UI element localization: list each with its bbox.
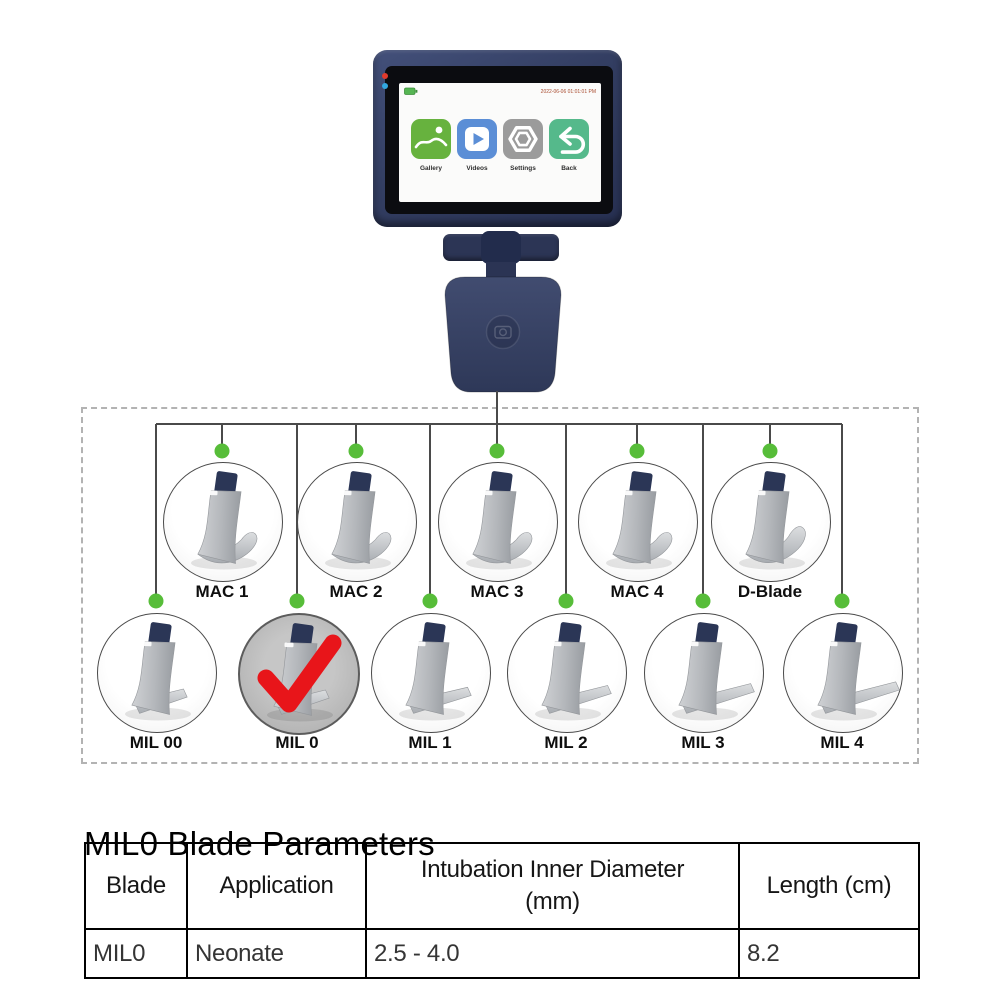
blade-label: MIL 3 [681, 733, 725, 752]
brand-sticker [416, 641, 426, 647]
hinge [481, 231, 521, 264]
blade-label: MIL 0 [275, 733, 319, 752]
timestamp: 2022-06-06 01:01:01 PM [540, 88, 596, 95]
blade-option-mil-00[interactable] [97, 613, 217, 733]
table-header-cell: Intubation Inner Diameter (mm) [365, 842, 740, 930]
status-bar: 2022-06-06 01:01:01 PM [404, 86, 596, 97]
blade-option-mac-1[interactable] [163, 462, 283, 582]
table-header-cell: Length (cm) [738, 842, 920, 930]
app-label: Back [561, 165, 577, 172]
app-grid: Gallery Videos Settings Back [411, 119, 589, 172]
table-header-cell: Application [186, 842, 367, 930]
handle-stem [486, 262, 516, 279]
settings-icon [503, 119, 543, 159]
blade-illustration [257, 623, 342, 722]
app-videos-button[interactable]: Videos [457, 119, 497, 172]
brand-sticker [208, 490, 218, 496]
monitor-frame: 2022-06-06 01:01:01 PM Gallery Videos Sett… [373, 50, 622, 227]
shutter-button[interactable] [485, 314, 521, 350]
brand-sticker [756, 490, 766, 496]
battery-icon [404, 87, 418, 95]
blade-illustration [535, 622, 612, 721]
table-header-cell: Blade [84, 842, 188, 930]
blade-option-mil-1[interactable] [371, 613, 491, 733]
blade-illustration [191, 471, 258, 570]
device-screen: 2022-06-06 01:01:01 PM Gallery Videos Sett… [399, 83, 601, 202]
brand-sticker [483, 490, 493, 496]
blade-label: MAC 3 [470, 582, 524, 601]
blade-label: MAC 2 [329, 582, 383, 601]
blade-option-mil-0[interactable] [238, 613, 360, 735]
selected-check-icon [257, 634, 342, 713]
record-led [382, 73, 388, 79]
brand-sticker [342, 490, 352, 496]
app-back-button[interactable]: Back [549, 119, 589, 172]
power-led [382, 83, 388, 89]
app-gallery-button[interactable]: Gallery [411, 119, 451, 172]
table-cell: 2.5 - 4.0 [365, 928, 740, 979]
app-label: Settings [510, 165, 536, 172]
blade-illustration [466, 471, 533, 570]
blade-illustration [606, 471, 673, 570]
blade-option-mac-2[interactable] [297, 462, 417, 582]
brand-sticker [284, 642, 294, 648]
blade-illustration [325, 471, 392, 570]
blade-illustration [739, 471, 806, 570]
brand-sticker [828, 641, 838, 647]
blade-label: MAC 1 [195, 582, 249, 601]
blade-label: D-Blade [737, 582, 803, 601]
back-icon [549, 119, 589, 159]
blade-option-mil-3[interactable] [644, 613, 764, 733]
blade-illustration [811, 622, 900, 721]
table-cell: MIL0 [84, 928, 188, 979]
brand-sticker [142, 641, 152, 647]
blade-label: MAC 4 [610, 582, 664, 601]
blade-illustration [672, 622, 755, 721]
table-cell: 8.2 [738, 928, 920, 979]
gallery-icon [411, 119, 451, 159]
blade-option-mil-4[interactable] [783, 613, 903, 733]
app-label: Gallery [419, 165, 443, 172]
app-settings-button[interactable]: Settings [503, 119, 543, 172]
brand-sticker [623, 490, 633, 496]
blade-option-mil-2[interactable] [507, 613, 627, 733]
brand-sticker [689, 641, 699, 647]
blade-option-d-blade[interactable] [711, 462, 831, 582]
blade-label: MIL 00 [129, 733, 183, 752]
blade-illustration [399, 622, 472, 721]
camera-handle [444, 276, 562, 393]
videos-icon [457, 119, 497, 159]
table-cell: Neonate [186, 928, 367, 979]
blade-label: MIL 1 [408, 733, 452, 752]
blade-illustration [125, 622, 191, 721]
blade-option-mac-3[interactable] [438, 462, 558, 582]
app-label: Videos [466, 165, 488, 172]
blade-label: MIL 4 [820, 733, 864, 752]
blade-option-mac-4[interactable] [578, 462, 698, 582]
blade-label: MIL 2 [544, 733, 588, 752]
brand-sticker [552, 641, 562, 647]
